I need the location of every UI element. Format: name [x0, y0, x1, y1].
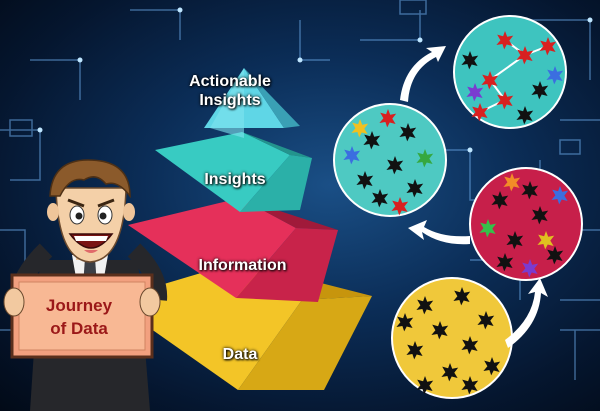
circle-yellow-raw-data: [391, 277, 513, 399]
arrow-crimson-to-teal: [408, 220, 470, 245]
flow-arrows: [400, 46, 548, 348]
label-actionable-line1: Actionable: [189, 73, 271, 90]
journey-sign: [10, 273, 154, 359]
arrow-teal-to-top: [400, 46, 446, 102]
sign-line-2: of Data: [50, 319, 108, 338]
pyramid-level-insights: [155, 132, 312, 212]
label-insights: Insights: [204, 171, 266, 188]
label-actionable-line2: Insights: [199, 92, 261, 109]
arrow-yellow-to-crimson: [505, 278, 548, 348]
character-head: [47, 159, 135, 263]
circle-crimson-information: [469, 167, 583, 281]
character-hands: [3, 287, 161, 317]
circle-teal-insights: [333, 103, 447, 217]
pyramid-level-actionable: [204, 68, 300, 138]
sign-line-1: Journey: [45, 296, 113, 315]
label-information: Information: [198, 257, 287, 274]
label-actionable-insights: Actionable Insights: [170, 72, 290, 110]
journey-of-data-sign: Journey of Data: [22, 294, 136, 340]
label-data: Data: [222, 346, 258, 363]
circle-teal-actionable: [453, 15, 567, 129]
